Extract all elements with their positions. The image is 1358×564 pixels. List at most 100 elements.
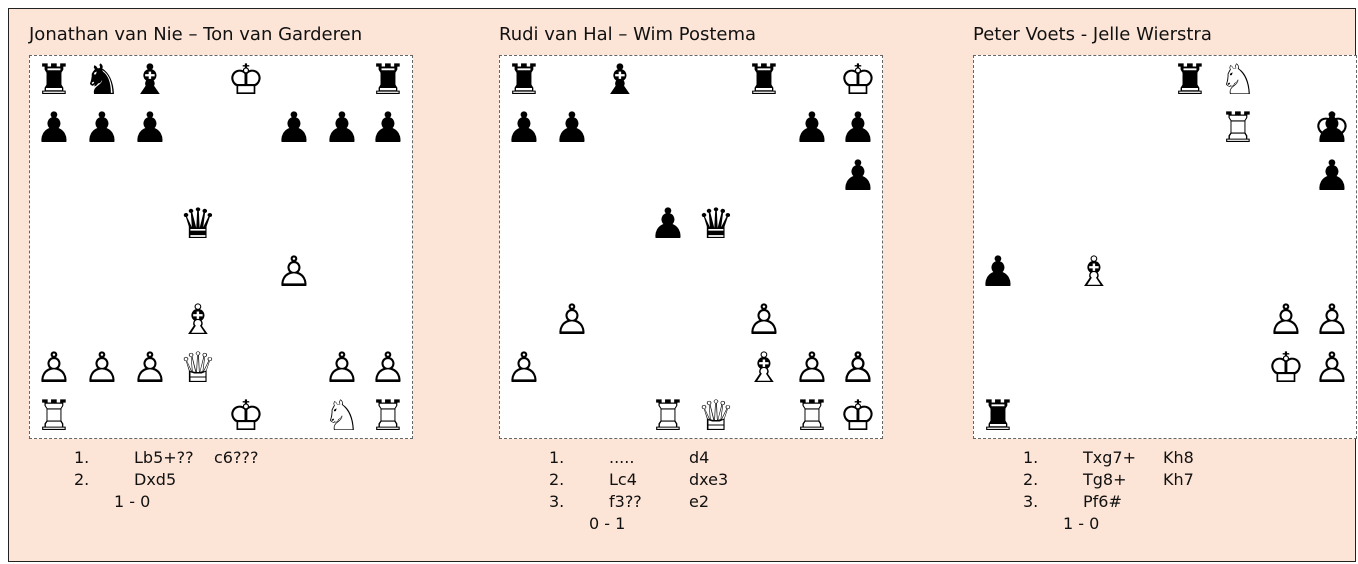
white-pawn-icon: ♙ xyxy=(30,344,78,392)
black-pawn-icon: ♟ xyxy=(30,104,78,152)
white-pawn-icon: ♙ xyxy=(1308,296,1356,344)
move-row: 3. Pf6# xyxy=(1013,491,1343,513)
black-pawn-icon: ♟ xyxy=(644,200,692,248)
white-move: Lb5+?? xyxy=(134,447,194,469)
black-pawn-icon: ♟ xyxy=(500,104,548,152)
black-rook-icon: ♜ xyxy=(364,56,412,104)
black-move: Kh7 xyxy=(1163,469,1194,491)
move-number: 2. xyxy=(1023,469,1038,491)
move-row: 1 - 0 xyxy=(1013,513,1343,535)
white-bishop-icon: ♗ xyxy=(174,296,222,344)
black-pawn-icon: ♟ xyxy=(78,104,126,152)
white-king-icon: ♔ xyxy=(222,392,270,440)
white-move: 0 - 1 xyxy=(589,513,625,535)
black-rook-icon: ♜ xyxy=(1166,56,1214,104)
white-pawn-icon: ♙ xyxy=(500,344,548,392)
move-list: 1...... d4 2. Lc4 dxe3 3. f3?? e2 0 - 1 xyxy=(539,447,869,535)
white-rook-icon: ♖ xyxy=(1214,104,1262,152)
white-rook-icon: ♖ xyxy=(364,392,412,440)
white-pawn-icon: ♙ xyxy=(318,344,366,392)
game-panel-2: Rudi van Hal – Wim Postema ♜♝♜♔♟♟♟♟♟♟♛♙♙… xyxy=(479,9,919,563)
chess-board: ♜♘♖♟♔♟♟♗♙♙♔♙♜ xyxy=(973,55,1357,439)
white-queen-icon: ♕ xyxy=(174,344,222,392)
black-pawn-icon: ♟ xyxy=(788,104,836,152)
move-row: 1. Txg7+ Kh8 xyxy=(1013,447,1343,469)
black-pawn-icon: ♟ xyxy=(318,104,366,152)
white-move: Pf6# xyxy=(1083,491,1122,513)
black-move: dxe3 xyxy=(689,469,728,491)
chess-board: ♜♞♝♔♜♟♟♟♟♟♟♛♙♗♙♙♙♕♙♙♖♔♘♖ xyxy=(29,55,413,439)
move-number: 1. xyxy=(74,447,89,469)
move-number: 2. xyxy=(74,469,89,491)
move-row: 3. f3?? e2 xyxy=(539,491,869,513)
black-move: e2 xyxy=(689,491,709,513)
white-move: Dxd5 xyxy=(134,469,176,491)
white-pawn-icon: ♙ xyxy=(1262,296,1310,344)
black-bishop-icon: ♝ xyxy=(596,56,644,104)
black-move: d4 xyxy=(689,447,709,469)
white-bishop-icon: ♗ xyxy=(1070,248,1118,296)
white-pawn-icon: ♙ xyxy=(270,248,318,296)
black-pawn-icon: ♟ xyxy=(364,104,412,152)
black-queen-icon: ♛ xyxy=(174,200,222,248)
black-bishop-icon: ♝ xyxy=(126,56,174,104)
move-list: 1. Txg7+ Kh8 2. Tg8+ Kh7 3. Pf6#1 - 0 xyxy=(1013,447,1343,535)
move-number: 1. xyxy=(1023,447,1038,469)
white-pawn-icon: ♙ xyxy=(788,344,836,392)
black-rook-icon: ♜ xyxy=(30,56,78,104)
game-title: Peter Voets - Jelle Wierstra xyxy=(973,24,1212,45)
move-number: 3. xyxy=(549,491,564,513)
black-pawn-icon: ♟ xyxy=(974,248,1022,296)
white-move: Tg8+ xyxy=(1083,469,1127,491)
white-pawn-icon: ♙ xyxy=(740,296,788,344)
black-king-icon: ♔ xyxy=(834,56,882,104)
move-row: 2. Tg8+ Kh7 xyxy=(1013,469,1343,491)
white-move: Lc4 xyxy=(609,469,637,491)
black-move: Kh8 xyxy=(1163,447,1194,469)
chess-board: ♜♝♜♔♟♟♟♟♟♟♛♙♙♙♗♙♙♙♖♕♖♔ xyxy=(499,55,883,439)
black-pawn-icon: ♟ xyxy=(126,104,174,152)
black-king-icon: ♔ xyxy=(1308,104,1356,152)
white-knight-icon: ♘ xyxy=(318,392,366,440)
black-pawn-icon: ♟ xyxy=(834,152,882,200)
black-rook-icon: ♜ xyxy=(740,56,788,104)
move-number: 3. xyxy=(1023,491,1038,513)
white-move: 1 - 0 xyxy=(114,491,150,513)
move-row: 1...... d4 xyxy=(539,447,869,469)
black-pawn-icon: ♟ xyxy=(548,104,596,152)
black-pawn-icon: ♟ xyxy=(1308,152,1356,200)
black-pawn-icon: ♟ xyxy=(834,104,882,152)
move-row: 2. Lc4 dxe3 xyxy=(539,469,869,491)
white-move: ..... xyxy=(609,447,634,469)
black-knight-icon: ♞ xyxy=(78,56,126,104)
white-bishop-icon: ♗ xyxy=(740,344,788,392)
black-rook-icon: ♜ xyxy=(974,392,1022,440)
white-pawn-icon: ♙ xyxy=(834,344,882,392)
white-rook-icon: ♖ xyxy=(30,392,78,440)
move-row: 0 - 1 xyxy=(539,513,869,535)
white-move: Txg7+ xyxy=(1083,447,1136,469)
white-knight-icon: ♘ xyxy=(1214,56,1262,104)
game-panel-3: Peter Voets - Jelle Wierstra ♜♘♖♟♔♟♟♗♙♙♔… xyxy=(953,9,1358,563)
white-pawn-icon: ♙ xyxy=(126,344,174,392)
black-queen-icon: ♛ xyxy=(692,200,740,248)
black-king-icon: ♔ xyxy=(222,56,270,104)
white-king-icon: ♔ xyxy=(834,392,882,440)
black-move: c6??? xyxy=(214,447,258,469)
game-panel-1: Jonathan van Nie – Ton van Garderen ♜♞♝♔… xyxy=(9,9,449,563)
white-pawn-icon: ♙ xyxy=(548,296,596,344)
move-row: 1. Lb5+?? c6??? xyxy=(64,447,394,469)
game-title: Jonathan van Nie – Ton van Garderen xyxy=(29,24,362,45)
move-number: 1. xyxy=(549,447,564,469)
move-number: 2. xyxy=(549,469,564,491)
white-queen-icon: ♕ xyxy=(692,392,740,440)
white-pawn-icon: ♙ xyxy=(78,344,126,392)
black-pawn-icon: ♟ xyxy=(270,104,318,152)
white-pawn-icon: ♙ xyxy=(1308,344,1356,392)
move-row: 2. Dxd5 xyxy=(64,469,394,491)
white-pawn-icon: ♙ xyxy=(364,344,412,392)
black-rook-icon: ♜ xyxy=(500,56,548,104)
white-king-icon: ♔ xyxy=(1262,344,1310,392)
white-move: f3?? xyxy=(609,491,642,513)
white-rook-icon: ♖ xyxy=(644,392,692,440)
